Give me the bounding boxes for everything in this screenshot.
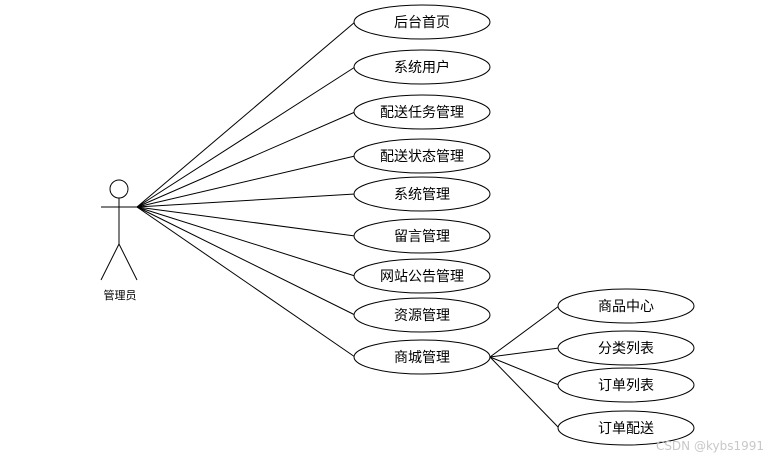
sub-use-case-s2: 分类列表 <box>557 330 695 366</box>
use-case-uc7: 网站公告管理 <box>353 258 491 294</box>
use-case-label: 资源管理 <box>394 308 450 324</box>
actor-head <box>109 179 129 199</box>
sub-use-case-s4: 订单配送 <box>557 410 695 446</box>
sub-use-case-ellipse <box>557 288 695 324</box>
use-case-label: 后台首页 <box>394 15 450 31</box>
association-line-uc2 <box>136 66 356 208</box>
sub-association-line-s2 <box>489 347 560 358</box>
use-case-ellipse <box>353 297 491 333</box>
use-case-uc3: 配送任务管理 <box>353 94 491 130</box>
sub-use-case-s3: 订单列表 <box>557 367 695 403</box>
watermark: CSDN @kybs1991 <box>655 439 764 453</box>
association-line-uc8 <box>136 206 356 316</box>
actor-right-leg <box>118 243 138 281</box>
use-case-label: 留言管理 <box>394 229 450 245</box>
use-case-uc9: 商城管理 <box>353 339 491 375</box>
actor-left-leg <box>100 243 120 281</box>
use-case-ellipse <box>353 339 491 375</box>
association-line-uc5 <box>136 193 356 208</box>
use-case-ellipse <box>353 49 491 85</box>
use-case-label: 配送任务管理 <box>380 105 464 121</box>
sub-use-case-s1: 商品中心 <box>557 288 695 324</box>
association-line-uc7 <box>136 206 356 277</box>
use-case-uc4: 配送状态管理 <box>353 138 491 174</box>
sub-use-case-label: 订单列表 <box>598 378 654 394</box>
use-case-uc6: 留言管理 <box>353 218 491 254</box>
use-case-ellipse <box>353 258 491 294</box>
association-line-uc3 <box>136 111 356 208</box>
actor-label: 管理员 <box>103 289 137 302</box>
use-case-uc2: 系统用户 <box>353 49 491 85</box>
actor-figure <box>100 179 138 281</box>
use-case-label: 配送状态管理 <box>380 149 464 165</box>
use-case-label: 系统用户 <box>394 59 450 76</box>
sub-association-line-s1 <box>489 305 560 358</box>
sub-use-case-ellipse <box>557 410 695 446</box>
use-case-uc5: 系统管理 <box>353 176 491 212</box>
association-line-uc4 <box>136 155 356 208</box>
sub-use-case-label: 订单配送 <box>598 421 654 437</box>
sub-use-case-label: 分类列表 <box>598 341 654 357</box>
use-case-ellipse <box>353 138 491 174</box>
use-case-ellipse <box>353 4 491 40</box>
use-case-label: 网站公告管理 <box>380 269 464 285</box>
sub-association-line-s4 <box>489 356 560 429</box>
use-case-ellipse <box>353 218 491 254</box>
use-case-ellipse <box>353 176 491 212</box>
association-line-uc9 <box>136 206 356 358</box>
sub-use-case-label: 商品中心 <box>598 299 654 315</box>
use-case-uc1: 后台首页 <box>353 4 491 40</box>
sub-use-case-ellipse <box>557 367 695 403</box>
use-case-ellipse <box>353 94 491 130</box>
association-line-uc1 <box>136 21 356 208</box>
use-case-uc8: 资源管理 <box>353 297 491 333</box>
association-line-uc6 <box>136 206 356 237</box>
sub-association-line-s3 <box>489 356 560 386</box>
use-case-label: 系统管理 <box>394 187 450 203</box>
sub-use-case-ellipse <box>557 330 695 366</box>
use-case-label: 商城管理 <box>394 350 450 366</box>
